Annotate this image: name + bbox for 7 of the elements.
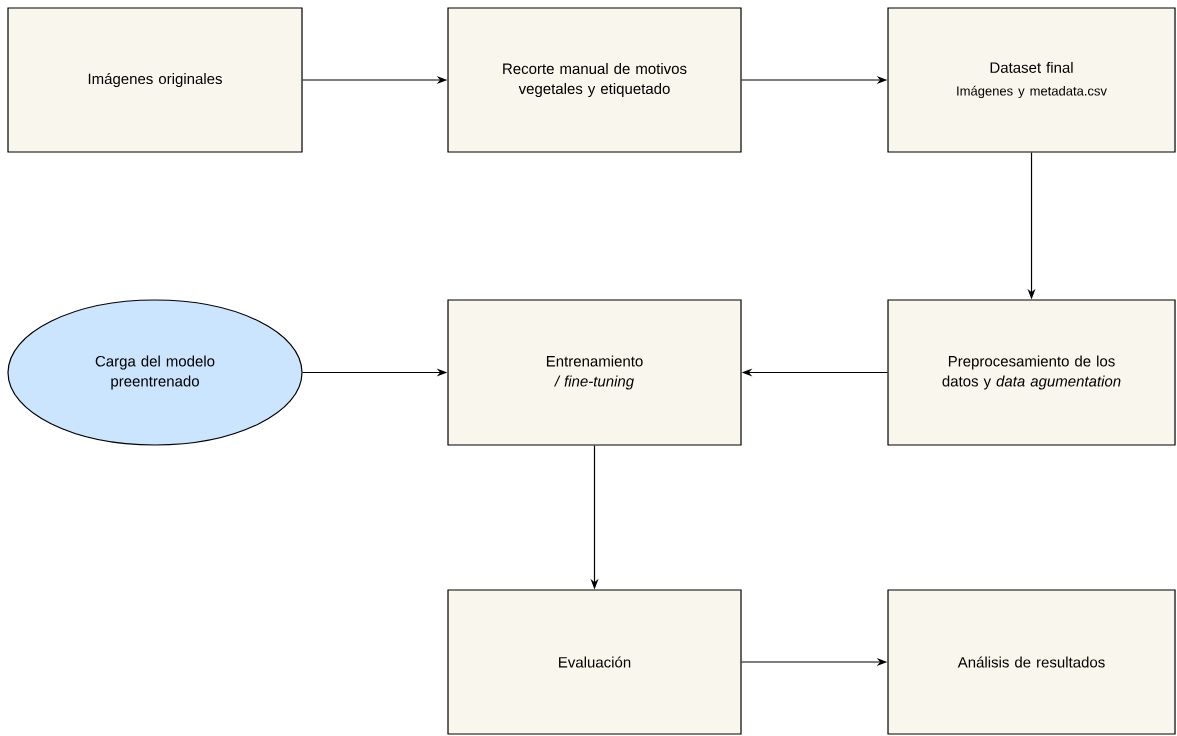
process-box: Preprocesamiento de los datos y data agumentation (887, 299, 1176, 446)
process-box: Dataset final Imágenes y metadata.csv (887, 7, 1176, 153)
process-box: Análisis de resultados (887, 589, 1176, 735)
process-box: Evaluación (447, 589, 742, 735)
process-box: Recorte manual de motivos vegetales y etiquetado (447, 7, 742, 153)
process-box: Entrenamiento / fine-tuning (447, 299, 742, 446)
process-box: Imágenes originales (7, 7, 303, 153)
